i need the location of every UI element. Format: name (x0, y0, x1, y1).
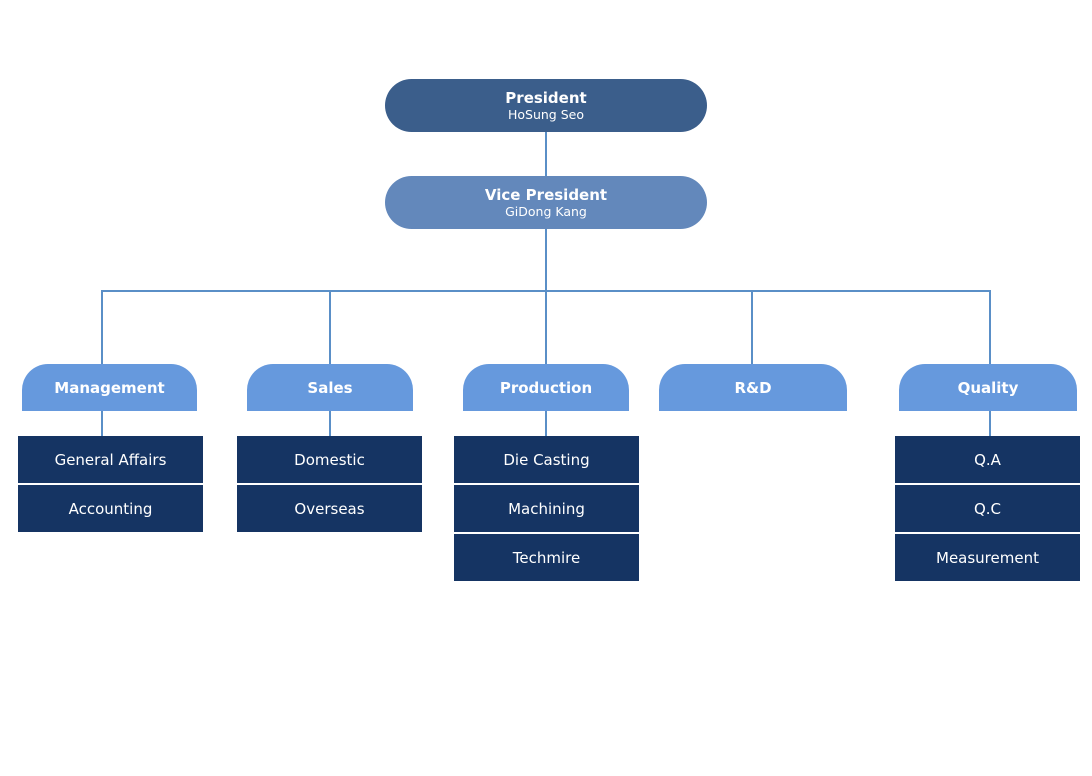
vice-president-title: Vice President (484, 185, 608, 204)
team-label: Overseas (294, 499, 365, 518)
president-name: HoSung Seo (507, 106, 584, 122)
team-box: Q.C (895, 485, 1080, 532)
department-label: Production (499, 378, 593, 397)
team-label: Measurement (936, 548, 1039, 567)
department-management: Management (22, 364, 197, 411)
team-label: Q.C (973, 499, 1002, 518)
team-box: Domestic (237, 436, 422, 483)
president-title: President (505, 88, 587, 107)
vice-president-name: GiDong Kang (505, 203, 587, 219)
team-label: Techmire (512, 548, 581, 567)
team-box: Accounting (18, 485, 203, 532)
team-box: Die Casting (454, 436, 639, 483)
department-label: Quality (957, 378, 1019, 397)
department-sales: Sales (247, 364, 413, 411)
team-box: General Affairs (18, 436, 203, 483)
department-label: R&D (734, 378, 772, 397)
department-rnd: R&D (659, 364, 847, 411)
department-quality: Quality (899, 364, 1077, 411)
department-label: Management (54, 378, 165, 397)
team-label: Die Casting (503, 450, 590, 469)
team-label: Domestic (294, 450, 365, 469)
team-box: Measurement (895, 534, 1080, 581)
department-label: Sales (307, 378, 353, 397)
team-box: Overseas (237, 485, 422, 532)
team-box: Machining (454, 485, 639, 532)
president-node: President HoSung Seo (385, 79, 707, 132)
team-box: Techmire (454, 534, 639, 581)
team-label: Accounting (68, 499, 153, 518)
team-label: Machining (508, 499, 585, 518)
team-label: Q.A (974, 450, 1001, 469)
vice-president-node: Vice President GiDong Kang (385, 176, 707, 229)
team-box: Q.A (895, 436, 1080, 483)
department-production: Production (463, 364, 629, 411)
team-label: General Affairs (54, 450, 167, 469)
